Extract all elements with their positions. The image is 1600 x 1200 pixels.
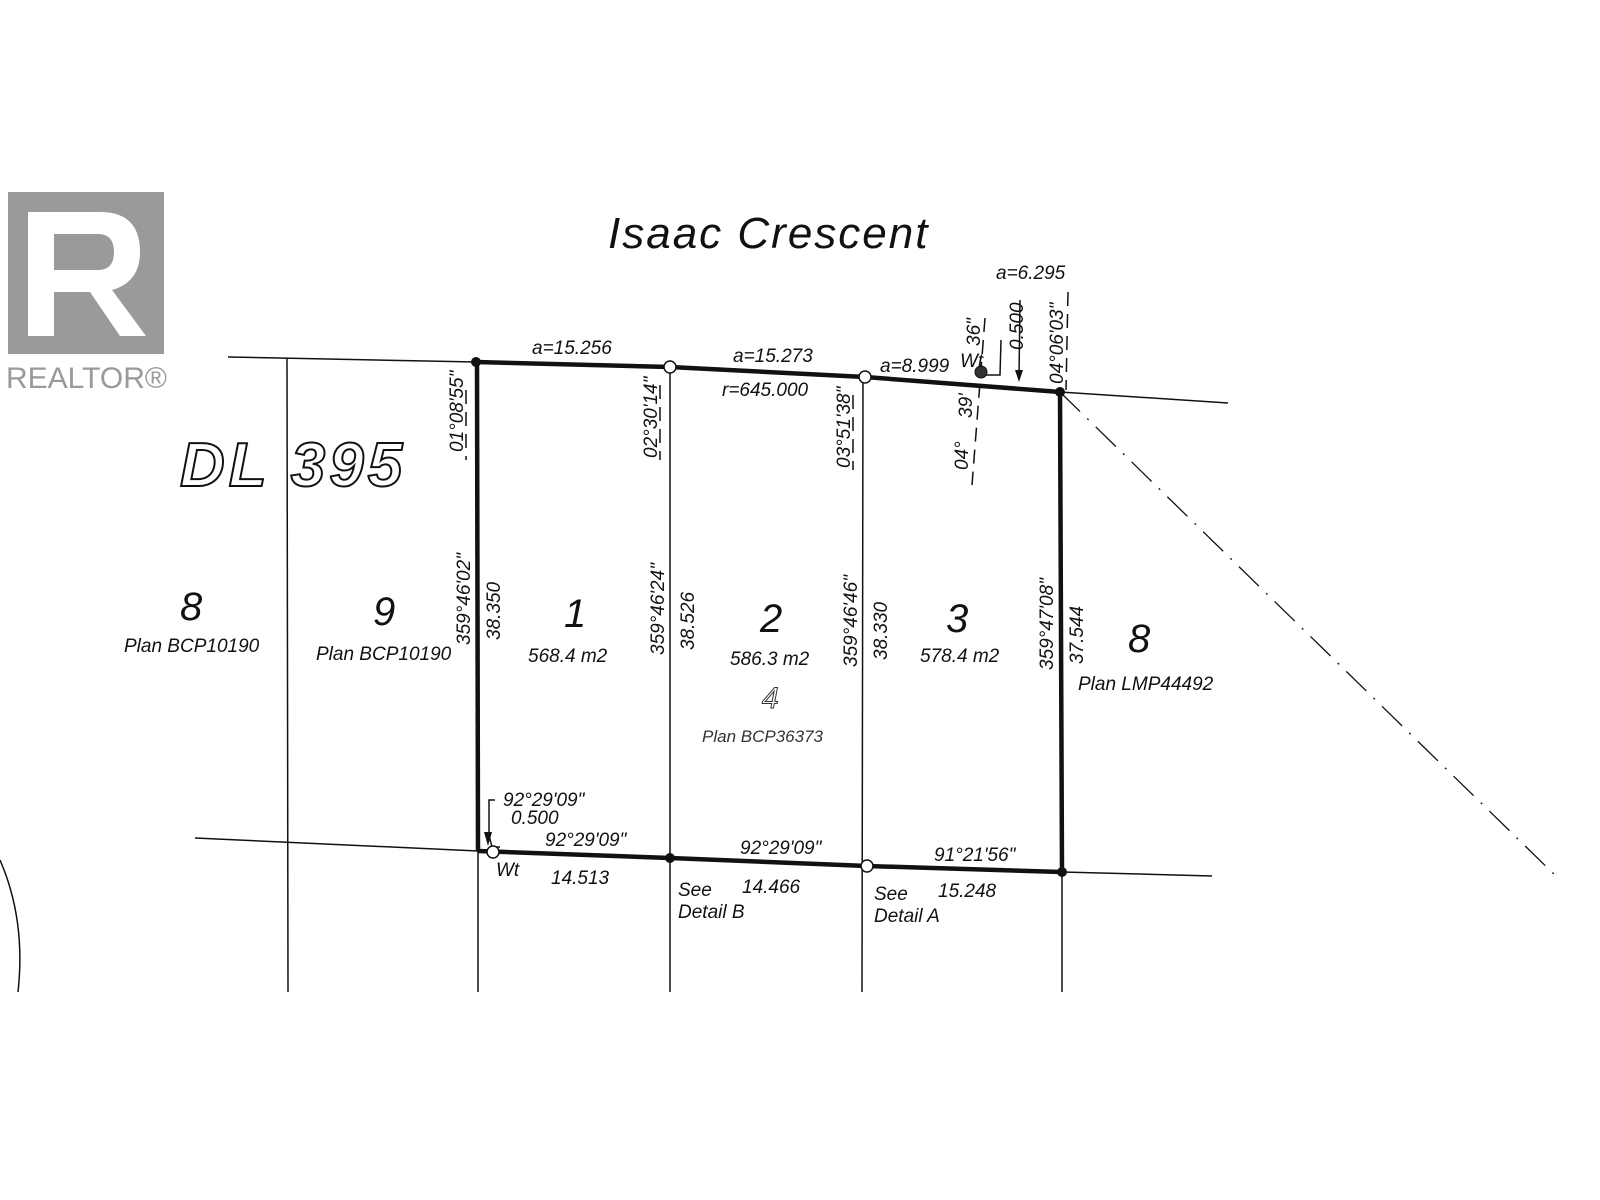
district-lot-label: DL 395: [180, 431, 406, 500]
neighbor-lot-9-number: 9: [373, 590, 395, 634]
detail-a-label: Detail A: [874, 906, 940, 927]
neighbor-lot-8-east-number: 8: [1128, 617, 1151, 661]
arc-label-3: a=8.999: [880, 356, 950, 377]
survey-monuments: [471, 357, 1067, 877]
lot2-number: 2: [759, 597, 782, 641]
east-distance: 37.544: [1067, 606, 1088, 664]
segment1-bearing: 92°29'09": [545, 830, 628, 851]
remainder-number: 4: [762, 682, 779, 715]
street-name: Isaac Crescent: [608, 209, 929, 258]
lot1-left-distance: 38.350: [484, 581, 505, 640]
segment2-bearing: 92°29'09": [740, 838, 823, 859]
angle-label-a: 01°08'55": [447, 369, 468, 452]
segment1-distance: 14.513: [551, 868, 610, 889]
arc-label-2: a=15.273: [733, 346, 813, 367]
offset-label-top: 0.500: [1007, 302, 1028, 350]
arc-label-1: a=15.256: [532, 338, 612, 359]
segment3-bearing: 91°21'56": [934, 845, 1017, 866]
radius-label: r=645.000: [722, 380, 809, 401]
witness-label-top: Wt: [960, 351, 984, 372]
lot3-number: 3: [946, 597, 968, 641]
lot1-area: 568.4 m2: [528, 646, 608, 667]
witness-bearing-bottom: 92°29'09": [503, 790, 586, 811]
lot1-left-bearing: 359°46'02": [454, 552, 475, 645]
lot3-left-bearing: 359°46'46": [841, 574, 862, 667]
neighbor-lot-8-west-plan: Plan BCP10190: [124, 636, 260, 657]
neighbor-lot-9-plan: Plan BCP10190: [316, 644, 452, 665]
angle-label-b: 02°30'14": [641, 375, 662, 458]
neighbor-lot-8-east-plan: Plan LMP44492: [1078, 674, 1214, 695]
remainder-plan: Plan BCP36373: [702, 727, 824, 746]
see-label-b: See: [678, 880, 712, 901]
lot2-left-bearing: 359°46'24": [648, 562, 669, 655]
realtor-logo: REALTOR®: [6, 192, 167, 395]
witness-label-bottom: Wt: [496, 860, 520, 881]
arc-label-4: a=6.295: [996, 263, 1066, 284]
lot3-area: 578.4 m2: [920, 646, 1000, 667]
lot1-number: 1: [564, 592, 586, 636]
witness-offset-bottom: 0.500: [511, 808, 559, 829]
angle-label-d-seconds: 36": [964, 317, 985, 346]
angle-label-c: 03°51'38": [834, 385, 855, 468]
lot2-area: 586.3 m2: [730, 649, 810, 670]
angle-label-d-minutes: 39': [956, 392, 977, 418]
segment3-distance: 15.248: [938, 881, 997, 902]
lot3-left-distance: 38.330: [871, 601, 892, 660]
angle-label-e: 04°06'03": [1047, 301, 1068, 384]
segment2-distance: 14.466: [742, 877, 801, 898]
east-bearing: 359°47'08": [1037, 577, 1058, 670]
detail-b-label: Detail B: [678, 902, 745, 923]
see-label-a: See: [874, 884, 908, 905]
angle-label-d-degrees: 04°: [952, 441, 973, 470]
realtor-logo-text: REALTOR®: [6, 362, 167, 395]
lot2-left-distance: 38.526: [678, 591, 699, 650]
neighbor-lot-8-west-number: 8: [180, 585, 203, 629]
